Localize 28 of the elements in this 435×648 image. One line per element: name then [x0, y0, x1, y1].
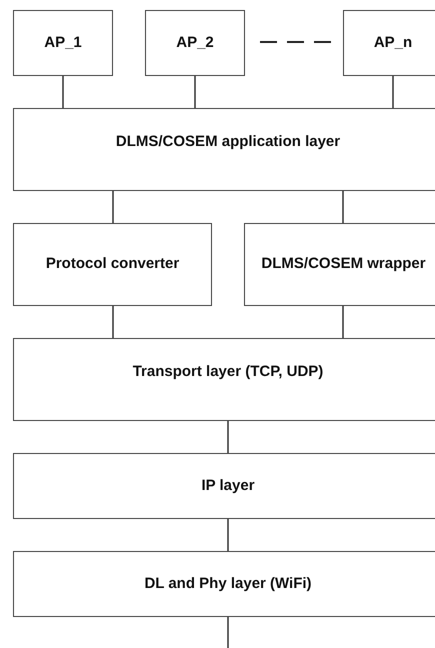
- layer-box: [13, 453, 435, 519]
- connector-line: [62, 76, 64, 108]
- box-label: DLMS/COSEM wrapper: [261, 254, 426, 274]
- connector-line: [227, 617, 229, 648]
- box-label: AP_1: [44, 32, 82, 53]
- connector-line: [227, 421, 229, 453]
- connector-line: [392, 76, 394, 108]
- connector-line: [112, 306, 114, 338]
- box-label: AP_2: [176, 32, 214, 53]
- application-process-box: [145, 10, 245, 76]
- layer-box: [13, 551, 435, 617]
- layer-box: [13, 223, 212, 306]
- layer-box: [13, 108, 435, 191]
- connector-line: [342, 306, 344, 338]
- layer-box: [13, 338, 435, 421]
- box-label: DL and Phy layer (WiFi): [144, 574, 312, 594]
- layer-box: [244, 223, 435, 306]
- application-process-box: [13, 10, 113, 76]
- application-process-box: [343, 10, 435, 76]
- box-label: Transport layer (TCP, UDP): [132, 362, 324, 382]
- connector-line: [194, 76, 196, 108]
- connector-line: [342, 191, 344, 223]
- box-label: IP layer: [201, 476, 255, 496]
- box-label: DLMS/COSEM application layer: [116, 132, 340, 152]
- box-label: AP_n: [374, 32, 412, 53]
- connector-line: [227, 519, 229, 551]
- connector-line: [112, 191, 114, 223]
- box-label: Protocol converter: [46, 254, 180, 274]
